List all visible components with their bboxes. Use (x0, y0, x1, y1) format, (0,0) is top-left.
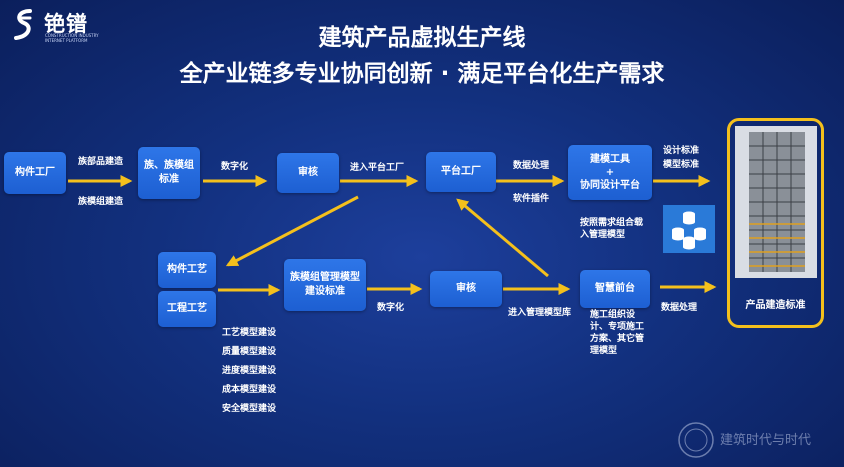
label-data-process-bottom: 数据处理 (661, 303, 698, 313)
model-list-item: 安全模型建设 (222, 404, 277, 414)
page-subtitle: 全产业链多专业协同创新 · 满足平台化生产需求 (179, 61, 665, 87)
logo-icon (14, 9, 32, 40)
logo: 铯镨 CONSTRUCTION INDUSTRY INTERNET PLATFO… (10, 8, 120, 48)
model-list-item: 成本模型建设 (222, 385, 277, 395)
label-data-process-top: 数据处理 (513, 161, 550, 171)
label-design-standard: 设计标准 (663, 146, 700, 156)
watermark-seal-icon (678, 422, 714, 458)
label-family-module-build: 族模组建造 (78, 197, 124, 207)
model-list-item: 质量模型建设 (222, 347, 277, 357)
model-list-item: 工艺模型建设 (222, 328, 277, 338)
node-review-top: 审核 (277, 153, 339, 193)
label-load-management: 按照需求组合载入管理模型 (580, 218, 644, 240)
watermark-text: 建筑时代与时代 (720, 433, 812, 448)
database-icon (663, 205, 715, 253)
node-product-standard: 产品建造标准 (745, 300, 806, 311)
node-family-standard: 族、族模组标准 (138, 147, 200, 199)
node-build-tools: 建模工具 + 协同设计平台 (568, 145, 652, 200)
node-component-factory: 构件工厂 (4, 152, 66, 194)
node-engineering-process: 工程工艺 (158, 291, 216, 327)
node-review-bottom: 审核 (430, 271, 502, 307)
logo-name: 铯镨 (44, 12, 88, 36)
label-model-standard: 模型标准 (663, 160, 700, 170)
label-software-plugin: 软件插件 (513, 194, 550, 204)
label-construction-plan: 施工组织设计、专项施工方案、其它管理模型 (590, 310, 645, 356)
node-component-process: 构件工艺 (158, 252, 216, 288)
model-list-item: 进度模型建设 (222, 366, 277, 376)
label-enter-platform: 进入平台工厂 (350, 163, 405, 173)
label-family-build: 族部品建造 (78, 157, 124, 167)
node-family-model-mgmt: 族模组管理模型建设标准 (284, 259, 366, 311)
label-digitize-bottom: 数字化 (377, 303, 405, 313)
building-model-image (735, 126, 817, 278)
watermark: 建筑时代与时代 (672, 420, 832, 460)
page-title: 建筑产品虚拟生产线 (318, 25, 526, 51)
node-smart-frontend: 智慧前台 (580, 270, 650, 308)
label-digitize-top: 数字化 (221, 162, 249, 172)
logo-subtitle: CONSTRUCTION INDUSTRY INTERNET PLATFORM (45, 33, 99, 43)
label-enter-mgmt-library: 进入管理模型库 (508, 308, 572, 318)
node-platform-factory: 平台工厂 (426, 152, 496, 192)
product-frame (727, 118, 824, 328)
